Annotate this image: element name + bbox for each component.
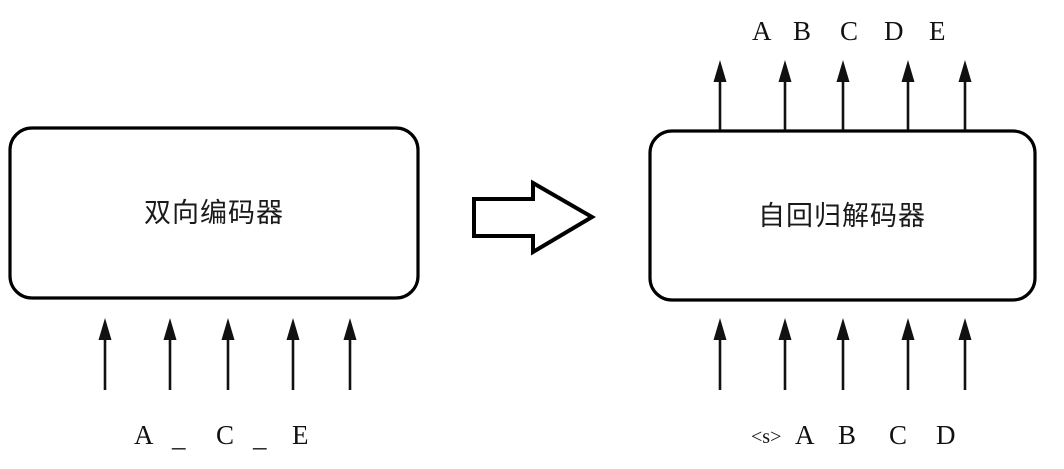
decoder-input-token: C xyxy=(889,420,908,450)
decoder-output-arrow xyxy=(958,60,972,130)
arrow-head-up xyxy=(713,60,727,82)
decoder-input-arrow xyxy=(778,318,792,390)
decoder-output-arrow xyxy=(836,60,850,130)
decoder-output-token: A xyxy=(752,16,772,46)
arrow-head-up xyxy=(343,318,357,340)
encoder-input-arrow xyxy=(163,318,177,390)
encoder-input-token: _ xyxy=(253,422,267,452)
decoder-output-token: C xyxy=(840,16,859,46)
decoder-output-arrow xyxy=(713,60,727,130)
arrow-head-up xyxy=(901,60,915,82)
decoder-input-arrow xyxy=(901,318,915,390)
encoder-input-arrow xyxy=(286,318,300,390)
arrow-head-up xyxy=(98,318,112,340)
decoder-output-arrows xyxy=(713,60,972,130)
decoder-label: 自回归解码器 xyxy=(758,201,926,231)
decoder-output-arrow xyxy=(778,60,792,130)
arrow-head-up xyxy=(836,318,850,340)
encoder-group: 双向编码器 xyxy=(8,126,420,300)
encoder-input-arrow xyxy=(98,318,112,390)
arrow-head-up xyxy=(713,318,727,340)
decoder-input-arrow xyxy=(713,318,727,390)
encoder-input-token: E xyxy=(292,420,309,450)
encoder-input-arrow xyxy=(343,318,357,390)
decoder-output-arrow xyxy=(901,60,915,130)
encoder-input-arrow xyxy=(221,318,235,390)
arrow-head-up xyxy=(958,60,972,82)
encoder-input-token: _ xyxy=(172,422,186,452)
decoder-input-arrows xyxy=(713,318,972,390)
decoder-input-token: B xyxy=(838,420,857,450)
encoder-input-token: A xyxy=(134,420,154,450)
decoder-output-token: B xyxy=(793,16,812,46)
arrow-head-up xyxy=(901,318,915,340)
decoder-input-arrow xyxy=(836,318,850,390)
decoder-output-token: E xyxy=(929,16,946,46)
decoder-input-token: D xyxy=(936,420,956,450)
encoder-input-arrows xyxy=(98,318,357,390)
encoder-box[interactable] xyxy=(8,126,420,300)
decoder-output-token: D xyxy=(884,16,904,46)
decoder-group: 自回归解码器 xyxy=(648,129,1037,302)
arrow-head-up xyxy=(286,318,300,340)
encoder-label: 双向编码器 xyxy=(144,198,284,228)
encoder-input-token: C xyxy=(216,420,235,450)
block-arrow-right-icon xyxy=(472,179,596,256)
arrow-head-up xyxy=(958,318,972,340)
arrow-head-up xyxy=(778,60,792,82)
arrow-head-up xyxy=(163,318,177,340)
decoder-input-token: A xyxy=(795,420,815,450)
decoder-box[interactable] xyxy=(648,129,1037,302)
arrow-head-up xyxy=(221,318,235,340)
decoder-input-token-bos: <s> xyxy=(751,426,782,448)
arrow-head-up xyxy=(836,60,850,82)
decoder-input-arrow xyxy=(958,318,972,390)
arrow-head-up xyxy=(778,318,792,340)
